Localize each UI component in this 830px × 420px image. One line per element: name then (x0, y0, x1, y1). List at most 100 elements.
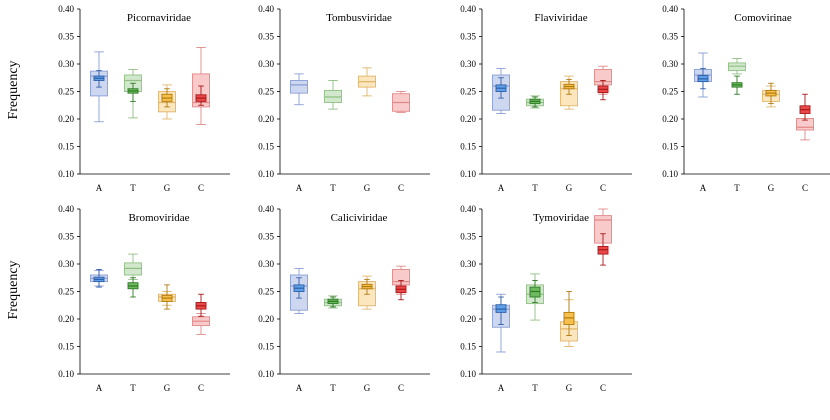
chart-panel-3: 0.100.150.200.250.300.350.40Flaviviridae… (460, 4, 632, 193)
chart-panel-5: 0.10 0.15 0.20 0.25 0.30 0.35 0.40Bromoviridae… (58, 204, 230, 393)
box-dark-T (127, 82, 139, 102)
y-tick-label: 0.15 (58, 142, 74, 152)
y-tick-label: 0.10 (258, 369, 274, 379)
x-tick-label: G (364, 383, 371, 393)
y-tick-label: 0.30 (258, 59, 274, 69)
x-tick-label: G (566, 383, 573, 393)
y-tick-label: 0.40 (258, 204, 274, 214)
y-axis-label-row-2: Frequency (6, 260, 21, 320)
y-tick-label: 0.25 (58, 287, 74, 297)
box-dark-T (529, 96, 541, 108)
box-light-C (392, 265, 410, 295)
x-tick-label: A (96, 183, 103, 193)
y-tick-label: 0.35 (58, 232, 74, 242)
y-tick-label: 0.10 (58, 169, 74, 179)
x-tick-label: T (130, 383, 136, 393)
y-tick-label: 0.15 (460, 342, 476, 352)
y-tick-label: 0.35 (258, 32, 274, 42)
x-tick-label: T (330, 383, 336, 393)
y-axis-label-row-1: Frequency (6, 60, 21, 120)
chart-title: Picornaviridae (127, 12, 191, 24)
x-tick-label: T (532, 383, 538, 393)
box-dark-C (597, 80, 609, 101)
box-dark-T (127, 277, 139, 298)
box-dark-G (161, 284, 173, 310)
y-tick-label: 0.25 (58, 87, 74, 97)
box-dark-G (161, 88, 173, 108)
y-tick-label: 0.25 (460, 87, 476, 97)
y-tick-label: 0.30 (460, 259, 476, 269)
y-tick-label: 0.30 (58, 259, 74, 269)
x-tick-label: C (600, 383, 606, 393)
y-tick-label: 0.15 (58, 342, 74, 352)
y-tick-label: 0.25 (460, 287, 476, 297)
box-dark-G (765, 82, 777, 105)
box-dark-T (529, 280, 541, 303)
chart-title: Tombusviridae (326, 12, 392, 24)
box-dark-A (495, 77, 507, 99)
x-tick-label: C (198, 183, 204, 193)
x-tick-label: G (768, 183, 775, 193)
chart-title: Tymoviridae (533, 212, 589, 224)
y-tick-label: 0.10 (58, 369, 74, 379)
box-dark-T (731, 75, 743, 95)
y-tick-label: 0.10 (460, 169, 476, 179)
y-tick-label: 0.40 (460, 4, 476, 14)
y-tick-label: 0.10 (258, 169, 274, 179)
box-dark-A (93, 269, 105, 288)
y-tick-label: 0.40 (662, 4, 678, 14)
chart-title: Bromoviridae (128, 212, 189, 224)
y-tick-label: 0.40 (58, 4, 74, 14)
box-dark-G (563, 78, 575, 95)
chart-title: Flaviviridae (534, 12, 587, 24)
box-dark-A (93, 70, 105, 88)
y-tick-label: 0.15 (662, 142, 678, 152)
y-tick-label: 0.25 (258, 87, 274, 97)
box-light-T (324, 80, 342, 110)
box-dark-C (597, 233, 609, 266)
box-dark-T (327, 296, 339, 308)
x-tick-label: A (498, 383, 505, 393)
y-tick-label: 0.15 (460, 142, 476, 152)
box-iqr (290, 80, 308, 94)
x-tick-label: T (734, 183, 740, 193)
x-tick-label: A (296, 383, 303, 393)
box-light-C (392, 91, 410, 113)
y-tick-label: 0.40 (58, 204, 74, 214)
x-tick-label: A (296, 183, 303, 193)
x-tick-label: A (498, 183, 505, 193)
y-tick-label: 0.30 (662, 59, 678, 69)
y-tick-label: 0.10 (460, 369, 476, 379)
y-tick-label: 0.15 (258, 142, 274, 152)
y-tick-label: 0.35 (58, 32, 74, 42)
y-tick-label: 0.20 (460, 114, 476, 124)
y-tick-label: 0.20 (460, 314, 476, 324)
x-tick-label: C (802, 183, 808, 193)
x-tick-label: G (164, 383, 171, 393)
box-light-G (358, 67, 376, 97)
box-dark-A (293, 277, 305, 299)
y-tick-label: 0.30 (258, 259, 274, 269)
y-tick-label: 0.10 (662, 169, 678, 179)
y-tick-label: 0.35 (258, 232, 274, 242)
x-tick-label: G (164, 183, 171, 193)
y-tick-label: 0.20 (58, 314, 74, 324)
box-light-A (290, 73, 308, 106)
box-dark-C (395, 280, 407, 301)
chart-panel-7: 0.100.150.200.250.300.350.40TymoviridaeA… (460, 204, 632, 393)
y-tick-label: 0.20 (258, 314, 274, 324)
x-tick-label: C (398, 383, 404, 393)
box-dark-C (195, 85, 207, 106)
chart-panel-2: 0.10 0.15 0.20 0.25 0.30 0.35 0.40Tombusvirida… (258, 4, 430, 193)
y-tick-label: 0.20 (258, 114, 274, 124)
x-tick-label: A (700, 183, 707, 193)
y-tick-label: 0.40 (258, 4, 274, 14)
y-tick-label: 0.30 (58, 59, 74, 69)
y-tick-label: 0.20 (58, 114, 74, 124)
box-light-T (124, 253, 142, 280)
x-tick-label: C (198, 383, 204, 393)
y-tick-label: 0.20 (662, 114, 678, 124)
y-tick-label: 0.35 (460, 32, 476, 42)
x-tick-label: G (566, 183, 573, 193)
